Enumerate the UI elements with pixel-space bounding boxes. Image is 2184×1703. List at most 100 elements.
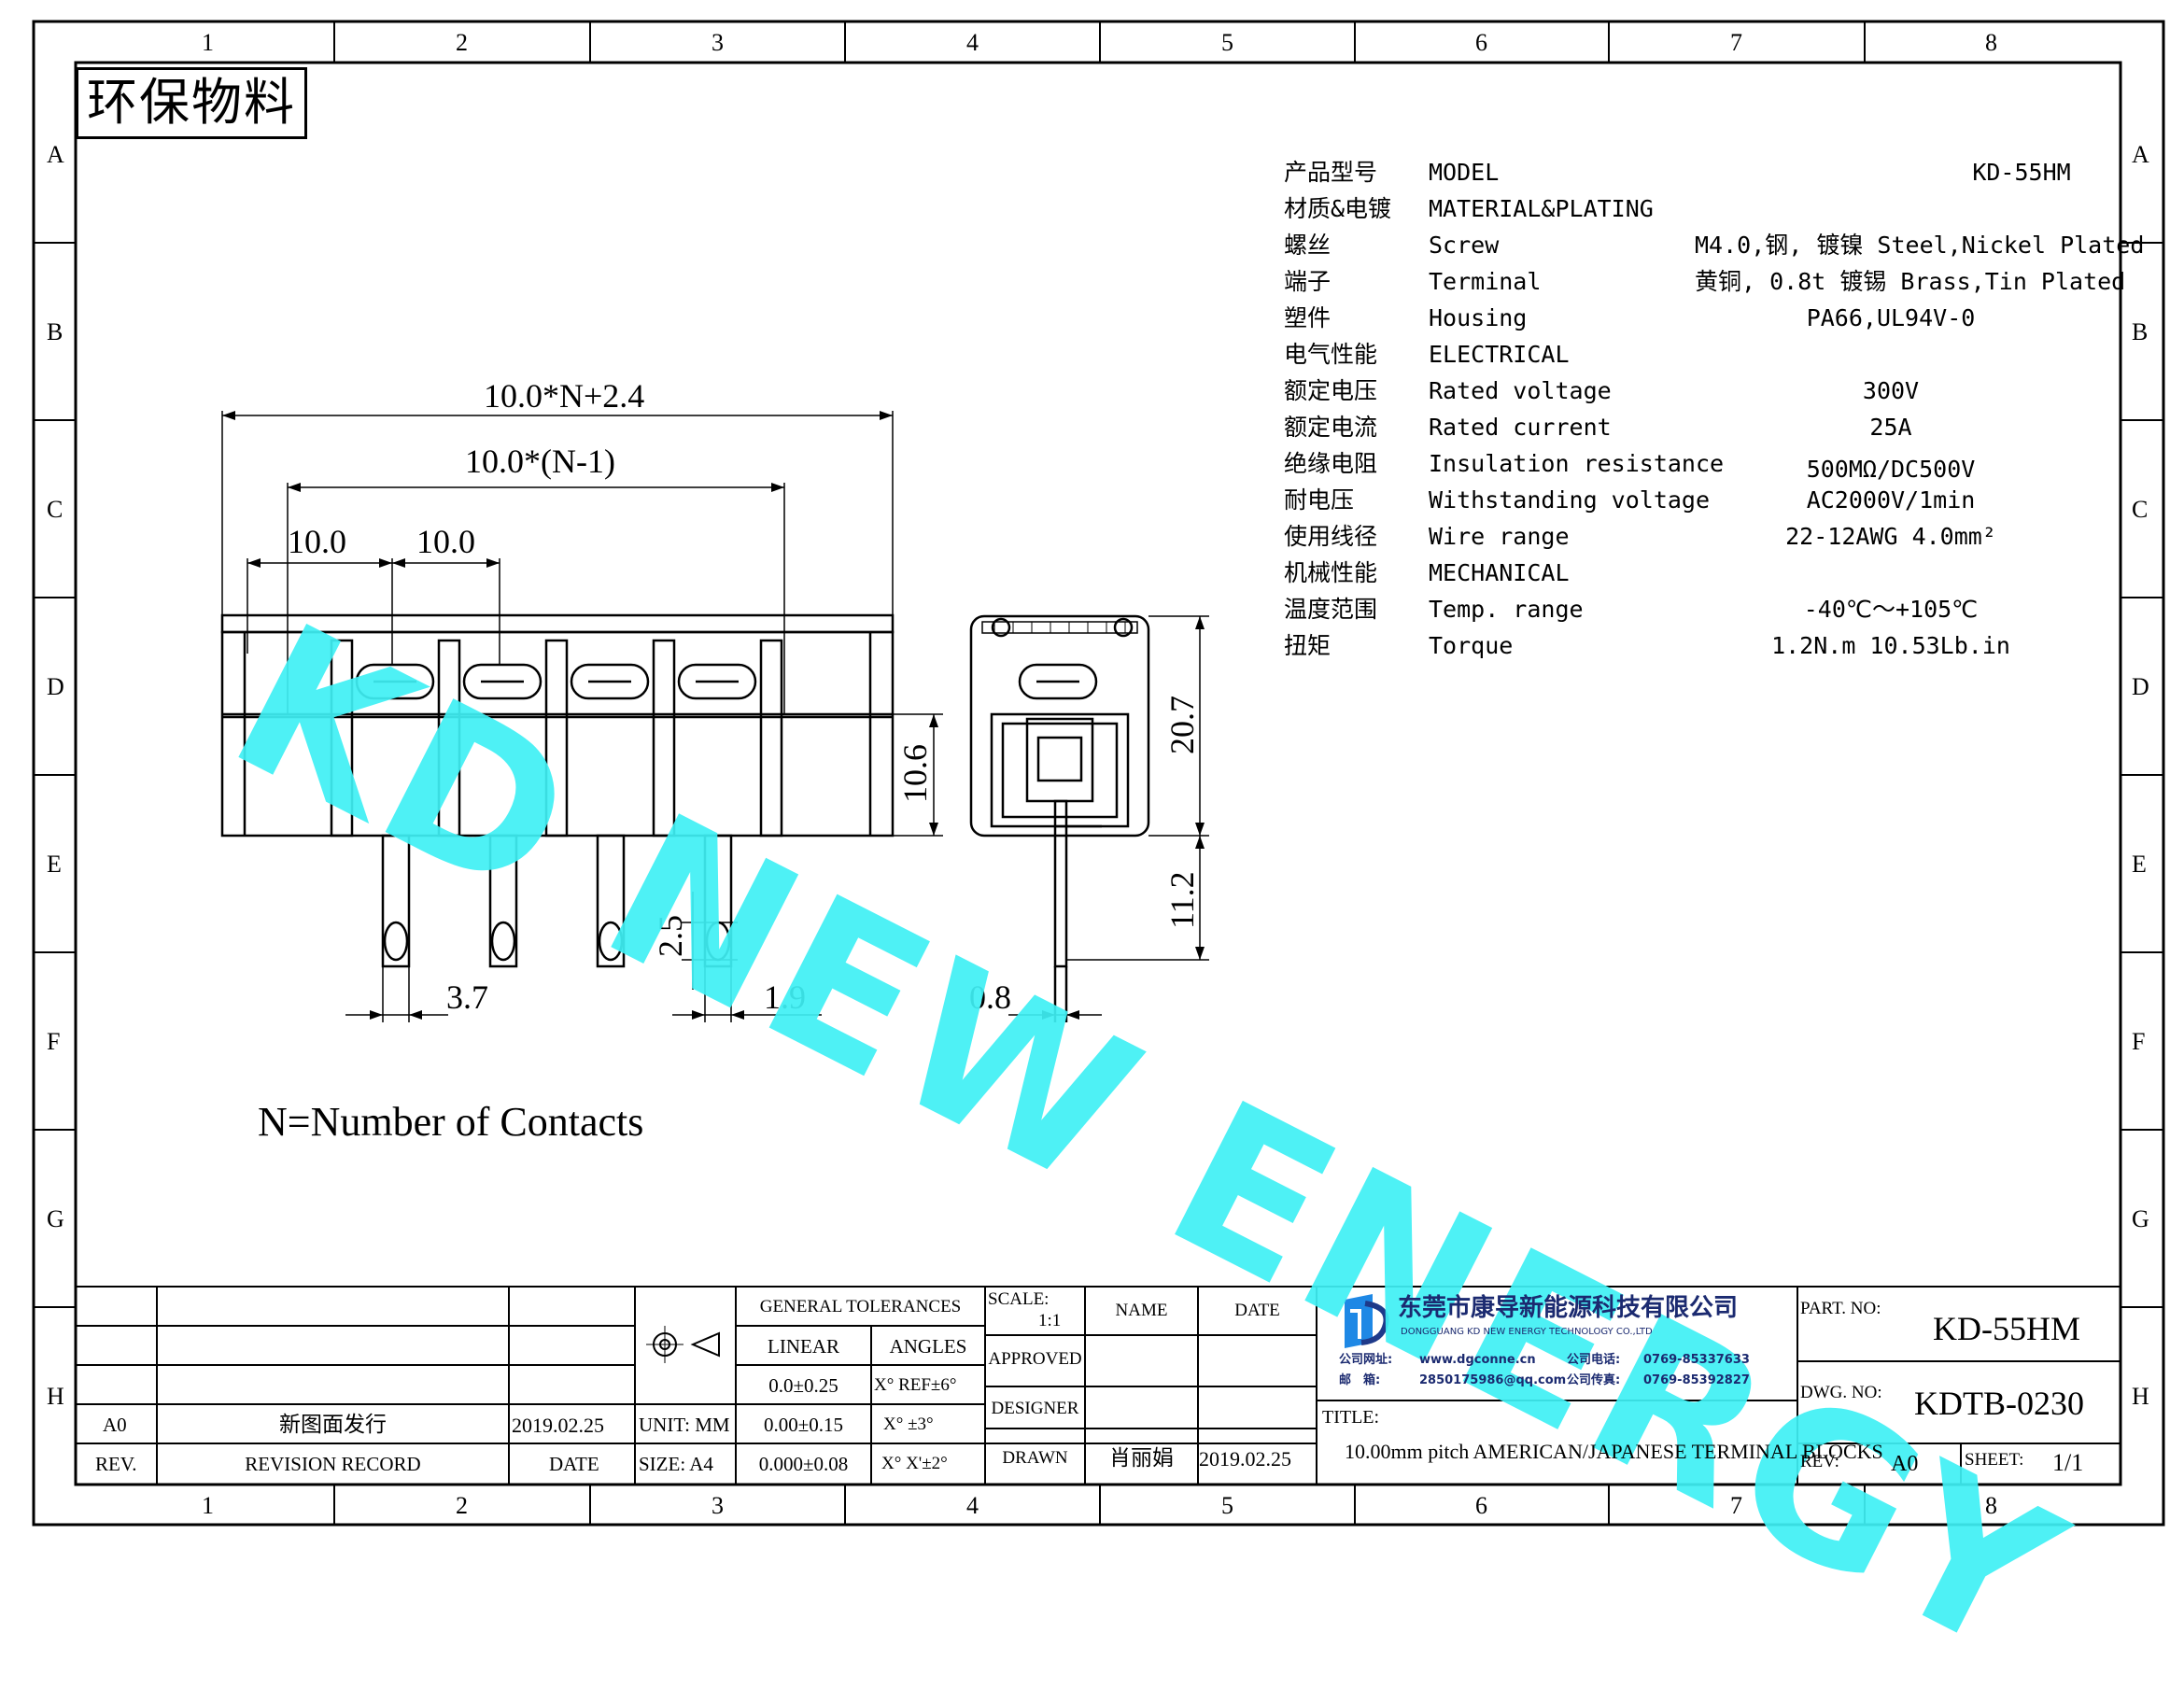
email-label: 邮 箱: — [1339, 1373, 1381, 1387]
column-label-4: 4 — [966, 29, 979, 56]
row-label-b-right: B — [2132, 318, 2149, 345]
spec-cn: 塑件 — [1284, 304, 1332, 331]
row-label-d-right: D — [2132, 673, 2149, 700]
contacts-note: N=Number of Contacts — [258, 1099, 644, 1145]
spec-en: Rated current — [1429, 414, 1612, 441]
row-label-g: G — [47, 1205, 64, 1232]
spec-row: 产品型号 MODEL KD-55HM — [1284, 161, 2124, 198]
unit-label: UNIT: MM — [639, 1414, 730, 1436]
spec-en: MECHANICAL — [1429, 559, 1570, 586]
column-label-3-bottom: 3 — [712, 1492, 724, 1519]
spec-en: ELECTRICAL — [1429, 341, 1570, 368]
dwg-no-value: KDTB-0230 — [1914, 1385, 2084, 1422]
rev-header: REV. — [95, 1453, 137, 1475]
spec-en: Housing — [1429, 304, 1528, 331]
sheet-label: SHEET: — [1965, 1450, 2024, 1470]
spec-value: 1.2N.m 10.53Lb.in — [1771, 632, 2010, 659]
website-link[interactable]: www.dgconne.cn — [1419, 1353, 1536, 1367]
website-label: 公司网址: — [1339, 1353, 1393, 1367]
tolerance-angle-3: X° X'±2° — [881, 1454, 948, 1473]
column-label-6-bottom: 6 — [1475, 1492, 1487, 1519]
scale-label: SCALE: — [988, 1289, 1050, 1309]
company-name-en: DONGGUANG KD NEW ENERGY TECHNOLOGY CO.,L… — [1401, 1327, 1653, 1337]
tolerance-angle-2: X° ±3° — [883, 1414, 934, 1434]
column-label-8-bottom: 8 — [1985, 1492, 1997, 1519]
fax-number: 0769-85392827 — [1643, 1373, 1750, 1387]
spec-en: Torque — [1429, 632, 1514, 659]
spec-en: Screw — [1429, 232, 1500, 259]
dim-pin-width: 1.9 — [764, 978, 806, 1016]
spec-en: Wire range — [1429, 523, 1570, 550]
phone-number: 0769-85337633 — [1643, 1353, 1750, 1367]
column-label-2-bottom: 2 — [456, 1492, 468, 1519]
date-header-right: DATE — [1234, 1301, 1280, 1320]
row-label-a-right: A — [2132, 141, 2149, 168]
column-label-6: 6 — [1475, 29, 1487, 56]
part-no-label: PART. NO: — [1800, 1299, 1881, 1318]
drawn-name: 肖丽娟 — [1109, 1446, 1174, 1470]
row-label-f-right: F — [2132, 1028, 2146, 1055]
dim-side-height: 20.7 — [1163, 696, 1201, 754]
tolerance-angle-1: X° REF±6° — [874, 1375, 957, 1395]
dim-pitch-span: 10.0*(N-1) — [465, 443, 615, 480]
designer-label: DESIGNER — [991, 1399, 1079, 1418]
column-label-7: 7 — [1730, 29, 1742, 56]
row-label-h-right: H — [2132, 1383, 2149, 1410]
spec-cn: 扭矩 — [1284, 632, 1332, 659]
drawn-date: 2019.02.25 — [1199, 1447, 1291, 1471]
spec-cn: 产品型号 — [1284, 159, 1378, 186]
date-header: DATE — [549, 1453, 599, 1475]
row-label-e-right: E — [2132, 851, 2147, 878]
angles-header: ANGLES — [889, 1335, 967, 1358]
spec-en: Withstanding voltage — [1429, 486, 1711, 514]
spec-value: 500MΩ/DC500V — [1806, 456, 1976, 483]
row-label-h: H — [47, 1383, 64, 1410]
spec-cn: 材质&电镀 — [1284, 195, 1392, 222]
drawing-linework — [32, 20, 2165, 1527]
eco-material-badge: 环保物料 — [76, 67, 307, 139]
spec-value: 黄铜, 0.8t 镀锡 Brass,Tin Plated — [1695, 268, 2126, 295]
rev-label: REV: — [1800, 1452, 1839, 1471]
drawn-label: DRAWN — [1002, 1448, 1068, 1468]
row-label-c: C — [47, 496, 63, 523]
spec-cn: 耐电压 — [1284, 486, 1355, 514]
column-label-2: 2 — [456, 29, 468, 56]
spec-value: PA66,UL94V-0 — [1806, 304, 1976, 331]
tolerance-linear-2: 0.00±0.15 — [763, 1414, 844, 1436]
spec-en: MODEL — [1429, 159, 1500, 186]
spec-value: 300V — [1862, 377, 1920, 404]
row-label-b: B — [47, 318, 63, 345]
approved-label: APPROVED — [988, 1349, 1082, 1369]
column-label-7-bottom: 7 — [1730, 1492, 1742, 1519]
revision-record: 新图面发行 — [279, 1413, 387, 1436]
tolerance-linear-1: 0.0±0.25 — [768, 1374, 838, 1397]
row-label-c-right: C — [2132, 496, 2149, 523]
spec-cn: 电气性能 — [1284, 341, 1378, 368]
dim-pin-thickness: 0.8 — [969, 978, 1011, 1016]
sheet-value: 1/1 — [2052, 1449, 2084, 1476]
spec-value: 22-12AWG 4.0mm² — [1785, 523, 1996, 550]
column-label-4-bottom: 4 — [966, 1492, 979, 1519]
dim-edge: 10.0 — [288, 523, 346, 560]
title-label: TITLE: — [1322, 1407, 1380, 1428]
fax-label: 公司传真: — [1567, 1373, 1621, 1387]
row-label-a: A — [47, 141, 64, 168]
spec-cn: 机械性能 — [1284, 559, 1378, 586]
dim-body-height: 10.6 — [896, 744, 934, 803]
general-tolerances: GENERAL TOLERANCES — [759, 1297, 962, 1316]
company-name-cn: 东莞市康导新能源科技有限公司 — [1398, 1294, 1739, 1322]
scale-value: 1:1 — [1038, 1311, 1062, 1330]
email-address[interactable]: 2850175986@qq.com — [1419, 1373, 1567, 1387]
column-label-3: 3 — [712, 29, 724, 56]
revision-record-header: REVISION RECORD — [245, 1453, 421, 1475]
revision-date: 2019.02.25 — [512, 1414, 604, 1437]
spec-en: MATERIAL&PLATING — [1429, 195, 1654, 222]
dwg-no-label: DWG. NO: — [1800, 1383, 1882, 1402]
dim-overall-length: 10.0*N+2.4 — [484, 377, 645, 415]
spec-cn: 额定电流 — [1284, 414, 1378, 441]
spec-en: Terminal — [1429, 268, 1542, 295]
spec-value: 25A — [1869, 414, 1912, 441]
row-label-f: F — [47, 1028, 61, 1055]
spec-cn: 螺丝 — [1284, 232, 1332, 259]
linear-header: LINEAR — [768, 1335, 839, 1358]
